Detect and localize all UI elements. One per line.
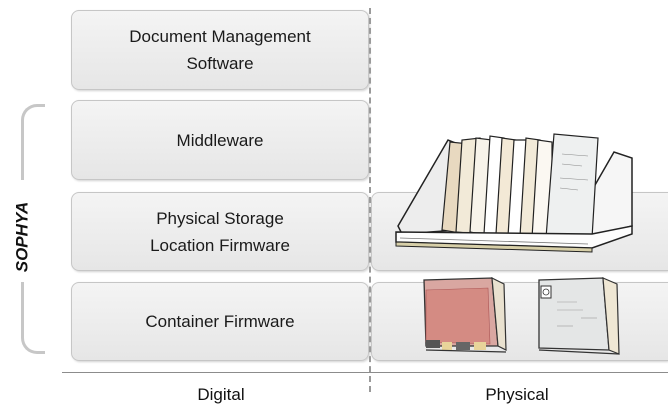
- axis-label-physical: Physical: [485, 385, 549, 404]
- sophya-bracket-bottom: [21, 282, 45, 354]
- digital-physical-divider: [369, 8, 371, 392]
- sophya-bracket-top: [21, 104, 45, 180]
- layer-middleware-label: Middleware: [176, 130, 264, 150]
- sophya-label: SOPHYA: [4, 202, 40, 273]
- axis-baseline: [62, 372, 668, 373]
- layer-physical-storage: Physical Storage Location Firmware: [71, 192, 369, 271]
- layer-container-firmware-label: Container Firmware: [145, 312, 295, 331]
- gray-folder-icon: [538, 277, 620, 355]
- axis-label-digital: Digital: [197, 385, 245, 404]
- layer-middleware: Middleware: [71, 100, 369, 180]
- layer-container-firmware: Container Firmware: [71, 282, 369, 361]
- red-folder-icon: [423, 276, 507, 353]
- sophya-label-text: SOPHYA: [12, 201, 32, 273]
- layer-physical-storage-label: Physical Storage Location Firmware: [150, 208, 290, 255]
- document-sorter-rack-icon: [395, 133, 633, 253]
- layer-document-management-label: Document Management Software: [129, 27, 311, 73]
- layer-document-management: Document Management Software: [71, 10, 369, 90]
